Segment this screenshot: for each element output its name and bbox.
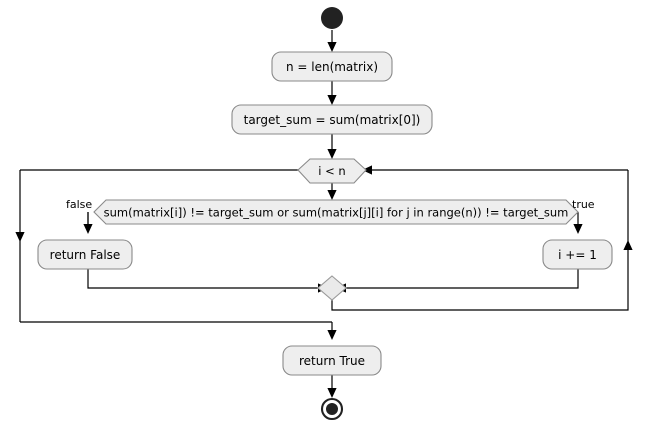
- action-node-return-false-label: return False: [50, 248, 121, 262]
- action-node-increment-label: i += 1: [558, 248, 597, 262]
- arrowhead-right-rail-up: [623, 240, 633, 250]
- decision-node-loop-condition-shape: [297, 158, 367, 184]
- arrowhead-loop-cond: [327, 149, 337, 159]
- branch-label-false: false: [66, 198, 92, 211]
- decision-node-loop-condition-label: i < n: [318, 164, 345, 178]
- decision-node-check-condition-label: sum(matrix[i]) != target_sum or sum(matr…: [104, 206, 569, 220]
- branch-label-true: true: [572, 198, 595, 211]
- action-node-init-target[interactable]: target_sum = sum(matrix[0]): [231, 104, 433, 135]
- arrowhead-end: [327, 388, 337, 398]
- arrowhead-loop-cond-back: [362, 165, 372, 175]
- arrowhead-return-true: [327, 330, 337, 340]
- arrowhead-init-n: [327, 42, 337, 52]
- action-node-increment-shape: [542, 239, 613, 270]
- arrowhead-increment: [573, 224, 583, 234]
- arrowhead-init-target: [327, 95, 337, 105]
- end-node: [320, 397, 344, 421]
- action-node-return-true-shape: [282, 345, 382, 376]
- action-node-init-n-shape: [271, 51, 393, 82]
- decision-node-check-condition[interactable]: sum(matrix[i]) != target_sum or sum(matr…: [93, 199, 579, 225]
- action-node-init-n-label: n = len(matrix): [286, 60, 378, 74]
- action-node-init-target-shape: [231, 104, 433, 135]
- arrowhead-left-rail: [15, 232, 25, 242]
- end-node-dot: [326, 403, 338, 415]
- start-node: [321, 7, 343, 29]
- arrowhead-check-cond: [327, 190, 337, 200]
- decision-node-loop-condition[interactable]: i < n: [297, 158, 367, 184]
- action-node-increment[interactable]: i += 1: [542, 239, 613, 270]
- action-node-return-false[interactable]: return False: [37, 239, 133, 270]
- action-node-return-true-label: return True: [299, 354, 365, 368]
- merge-node: [317, 275, 347, 301]
- arrowhead-return-false: [83, 224, 93, 234]
- edge-increment-to-merge: [342, 269, 579, 289]
- action-node-return-true[interactable]: return True: [282, 345, 382, 376]
- action-node-init-n[interactable]: n = len(matrix): [271, 51, 393, 82]
- action-node-return-false-shape: [37, 239, 133, 270]
- decision-node-check-condition-shape: [93, 199, 579, 225]
- action-node-init-target-label: target_sum = sum(matrix[0]): [244, 113, 421, 127]
- edge-layer: [15, 30, 633, 398]
- edge-return-false-to-merge: [87, 269, 322, 289]
